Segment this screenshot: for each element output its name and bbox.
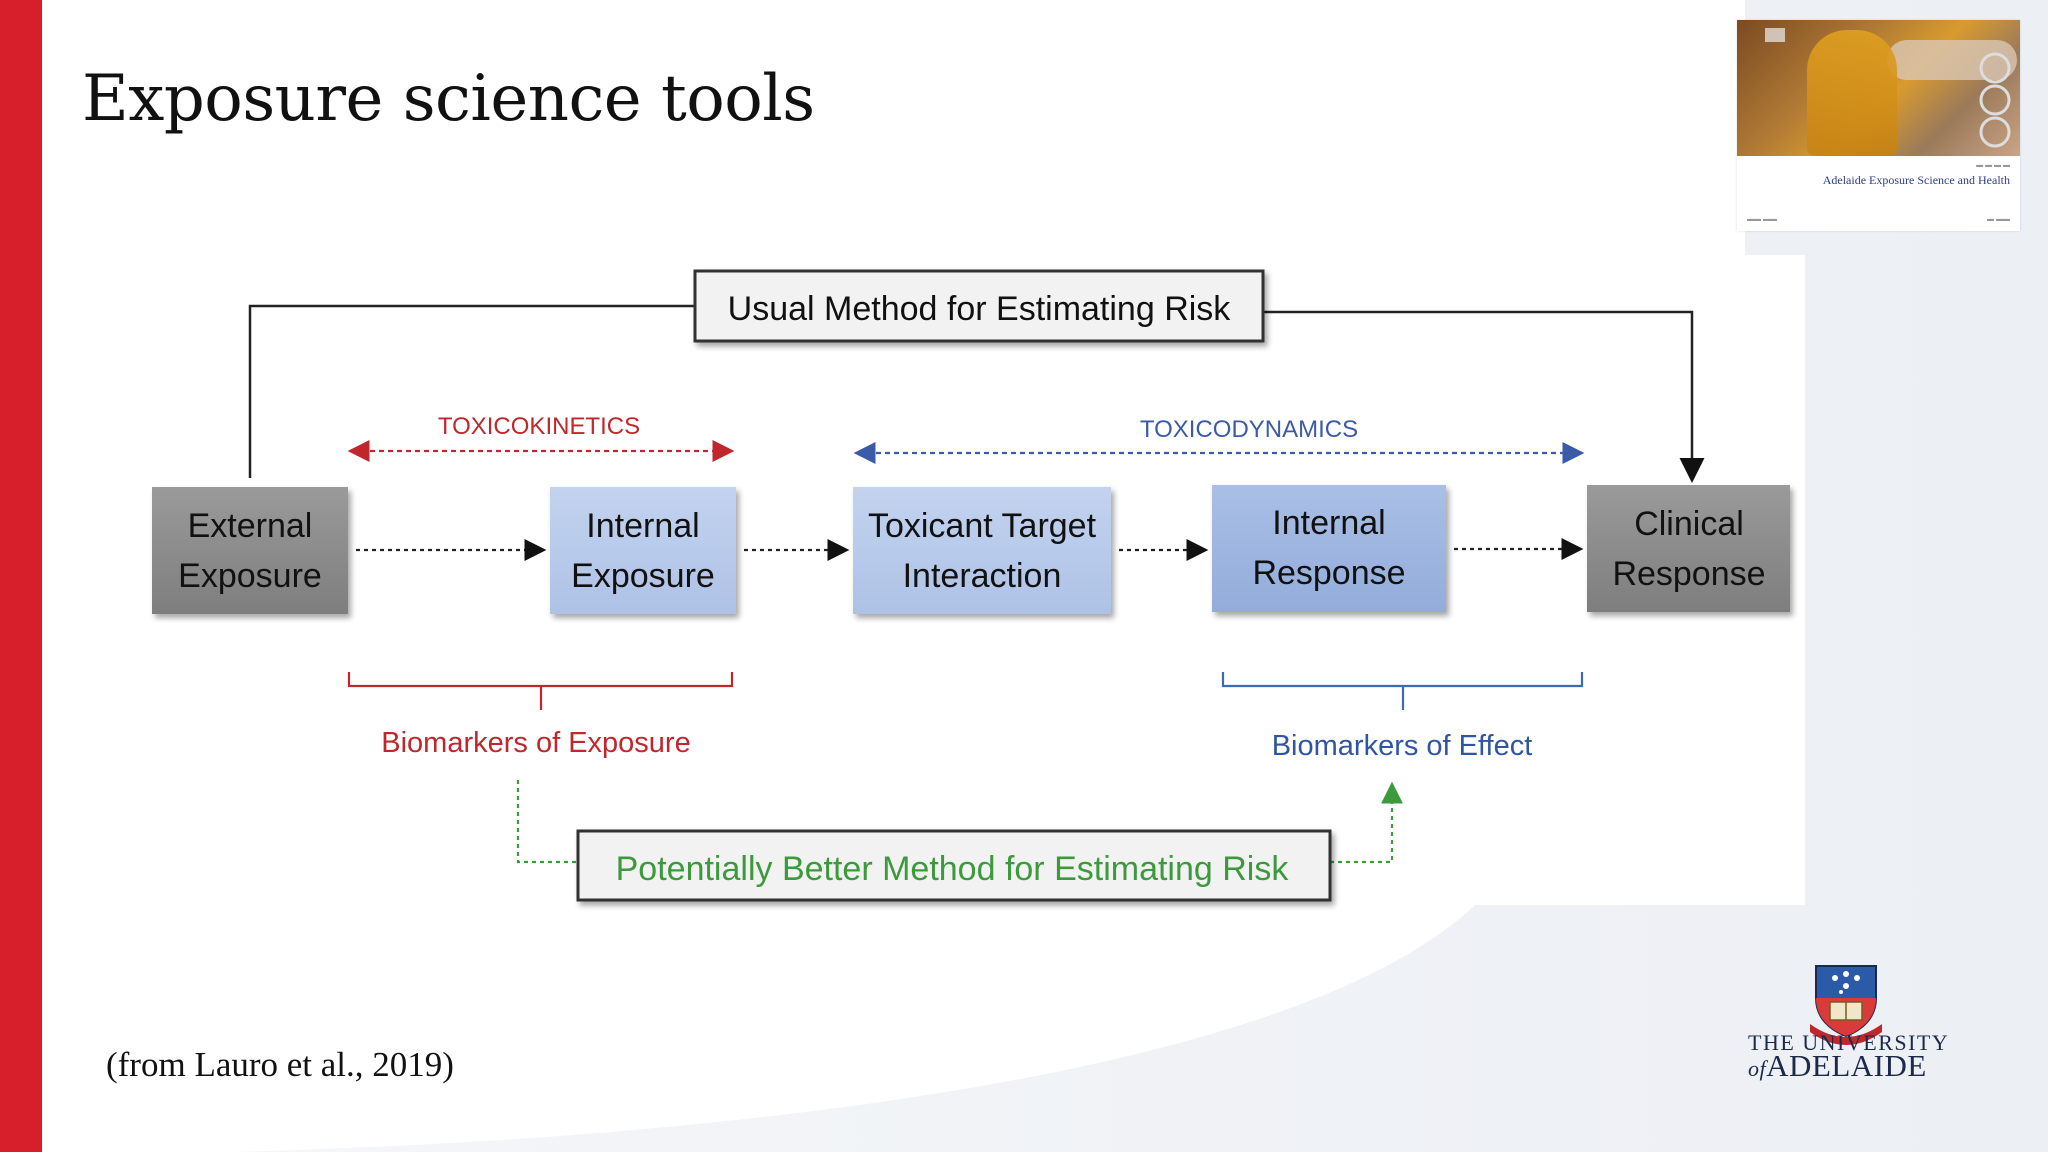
usual-method-label: Usual Method for Estimating Risk [728, 290, 1232, 328]
svg-text:Exposure: Exposure [178, 557, 322, 595]
svg-text:External: External [188, 507, 313, 545]
usual-method-right-connector [1262, 310, 1705, 483]
thumbnail-photo [1737, 20, 2020, 156]
svg-text:Interaction: Interaction [903, 557, 1062, 595]
thumbnail-small-text-right: ▬ ▬▬ [1987, 216, 2010, 223]
thumbnail-pipe [1887, 40, 2017, 80]
toxicant-target-interaction-box: Toxicant Target Interaction [853, 487, 1111, 614]
university-name-adelaide: ADELAIDE [1766, 1048, 1927, 1083]
better-method-left-connector [516, 780, 578, 864]
svg-text:Response: Response [1612, 555, 1765, 593]
toxicodynamics-label: TOXICODYNAMICS [1140, 416, 1358, 443]
usual-method-left-connector [248, 304, 695, 478]
toxicokinetics-label: TOXICOKINETICS [438, 413, 640, 440]
better-method-box: Potentially Better Method for Estimating… [576, 829, 1332, 902]
thumbnail-small-text-left: ▬▬ ▬▬ [1747, 216, 1777, 223]
svg-text:Exposure: Exposure [571, 557, 715, 595]
university-crest-icon [1810, 965, 1882, 1045]
video-thumbnail[interactable]: ▬ ▬ ▬ ▬ Adelaide Exposure Science and He… [1737, 20, 2020, 231]
internal-response-box: Internal Response [1212, 485, 1446, 612]
svg-text:Internal: Internal [586, 507, 699, 545]
biomarkers-exposure-label: Biomarkers of Exposure [381, 727, 690, 759]
external-exposure-box: External Exposure [152, 487, 348, 614]
thumbnail-circles-icon [1979, 52, 2011, 148]
biomarkers-effect-bracket [1221, 672, 1584, 710]
svg-text:Toxicant Target: Toxicant Target [868, 507, 1097, 545]
university-name-line2: ofADELAIDE [1748, 1048, 1927, 1084]
thumbnail-logo-mark [1765, 28, 1785, 42]
university-name-line1: THE UNIVERSITY [1748, 1030, 1950, 1055]
usual-method-box: Usual Method for Estimating Risk [693, 269, 1265, 343]
thumbnail-small-text-top: ▬ ▬ ▬ ▬ [1976, 162, 2010, 169]
biomarkers-exposure-bracket [347, 672, 734, 710]
better-method-right-connector [1330, 781, 1403, 864]
slide-title: Exposure science tools [82, 62, 815, 136]
biomarkers-effect-label: Biomarkers of Effect [1272, 730, 1533, 762]
citation: (from Lauro et al., 2019) [106, 1045, 454, 1084]
university-name-of: of [1748, 1056, 1767, 1081]
internal-exposure-box: Internal Exposure [550, 487, 736, 614]
accent-bar [0, 0, 42, 1152]
thumbnail-caption: Adelaide Exposure Science and Health [1822, 173, 2010, 187]
clinical-response-box: Clinical Response [1587, 485, 1790, 612]
svg-text:Response: Response [1252, 554, 1405, 592]
svg-text:Internal: Internal [1272, 504, 1385, 542]
svg-text:Clinical: Clinical [1634, 505, 1744, 543]
better-method-label: Potentially Better Method for Estimating… [616, 850, 1290, 888]
hazmat-figure-icon [1807, 30, 1897, 156]
